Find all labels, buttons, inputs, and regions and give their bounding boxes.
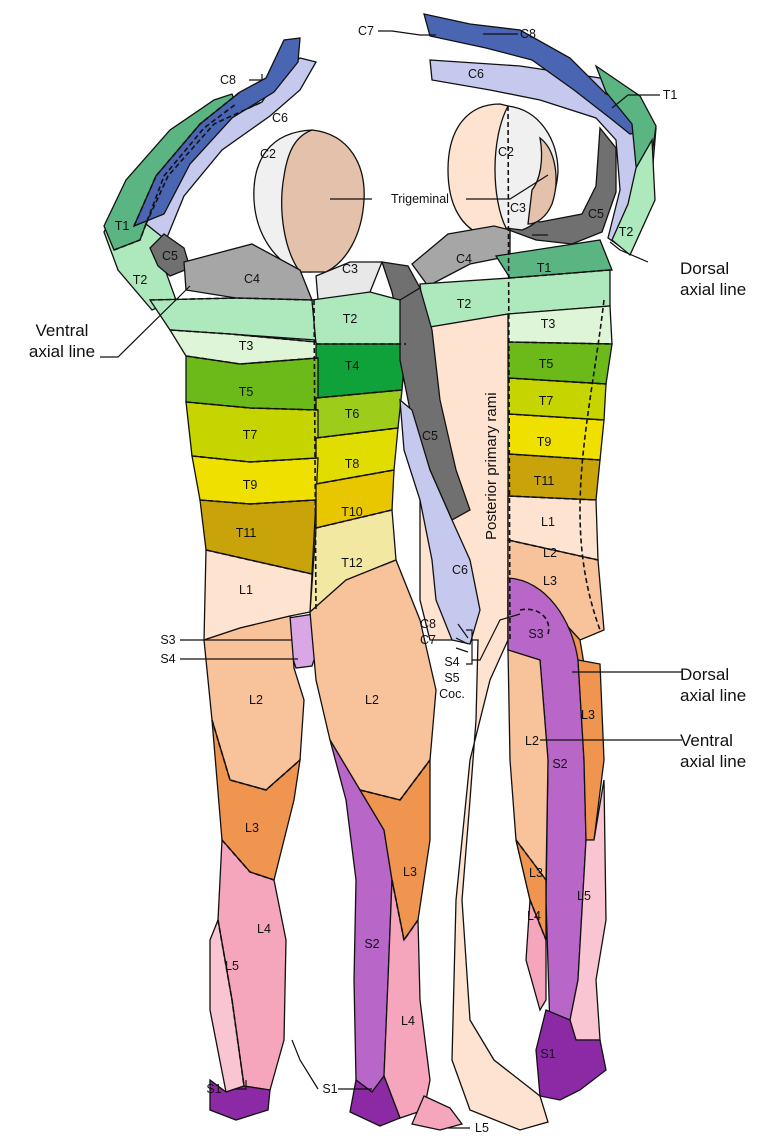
callout-ventral-axial-left-title: Ventral [36, 321, 89, 340]
label-back-labels-c4: C4 [456, 252, 472, 266]
label-back-labels-t11: T11 [534, 474, 555, 488]
callout-dorsal-axial-upper-title: Dorsal [680, 259, 729, 278]
label-back-labels-c6-hand: C6 [452, 563, 468, 577]
callout-dorsal-axial-upper-subtitle: axial line [680, 280, 746, 299]
label-front-labels-l2-right: L2 [365, 693, 379, 707]
label-front-labels-t10: T10 [341, 505, 363, 519]
label-back-labels-l4: L4 [527, 909, 541, 923]
label-back-labels-c7: C7 [420, 633, 436, 647]
back-t7 [508, 378, 606, 420]
label-front-labels-s4: S4 [160, 652, 175, 666]
label-front-labels-t3: T3 [239, 339, 254, 353]
callout-ventral-axial-lower-subtitle: axial line [680, 752, 746, 771]
label-front-labels-s1-left: S1 [206, 1082, 221, 1096]
label-front-labels-t8: T8 [345, 457, 360, 471]
label-front-labels-s2: S2 [364, 937, 379, 951]
label-back-labels-t9: T9 [537, 435, 552, 449]
label-back-labels-s2: S2 [552, 757, 567, 771]
label-back-labels-t1: T1 [537, 261, 552, 275]
label-back-labels-t7: T7 [539, 394, 554, 408]
callout-ventral-axial-lower-title: Ventral [680, 731, 733, 750]
label-back-labels-l3-low: L3 [529, 866, 543, 880]
front-t2-chest [312, 292, 406, 344]
label-back-labels-c8-hand: C8 [420, 617, 436, 631]
label-back-labels-l3: L3 [543, 574, 557, 588]
label-back-labels-l1: L1 [541, 515, 555, 529]
label-back-labels-t1-top: T1 [663, 88, 678, 102]
label-front-labels-l4-left: L4 [257, 922, 271, 936]
callout-dorsal-axial-lower-subtitle: axial line [680, 686, 746, 705]
label-back-labels-c5-top: C5 [588, 207, 604, 221]
label-front-labels-l1: L1 [239, 583, 253, 597]
label-front-labels-l5-foot: L5 [475, 1121, 489, 1135]
label-front-labels-t7: T7 [243, 428, 258, 442]
label-front-labels-t2: T2 [343, 312, 358, 326]
callout-ventral-axial-left-subtitle: axial line [29, 342, 95, 361]
label-front-labels-l5-left: L5 [225, 959, 239, 973]
label-back-labels-s5: S5 [444, 671, 459, 685]
label-front-labels-t12: T12 [341, 556, 363, 570]
label-back-labels-c5-arm: C5 [422, 429, 438, 443]
label-back-labels-s1: S1 [540, 1047, 555, 1061]
front-t4 [316, 344, 406, 398]
label-back-labels-s4: S4 [444, 655, 459, 669]
label-front-labels-t5: T5 [239, 385, 254, 399]
label-back-labels-c3: C3 [510, 201, 526, 215]
label-front-labels-trigeminal: Trigeminal [391, 192, 449, 206]
label-back-labels-t2-left: T2 [457, 297, 472, 311]
label-front-labels-t4: T4 [345, 359, 360, 373]
label-front-labels-t2-arm: T2 [133, 273, 148, 287]
label-front-labels-c5: C5 [162, 249, 178, 263]
label-back-labels-l2: L2 [543, 546, 557, 560]
label-front-labels-c3: C3 [342, 262, 358, 276]
label-front-labels-s3: S3 [160, 633, 175, 647]
front-head-trigeminal [282, 130, 364, 272]
label-back-labels-t2-arm: T2 [619, 225, 634, 239]
label-front-labels-l4-right: L4 [401, 1014, 415, 1028]
label-back-labels-l2-leg: L2 [525, 734, 539, 748]
label-back-labels-coc: Coc. [439, 687, 465, 701]
label-front-labels-l2-left: L2 [249, 693, 263, 707]
label-front-labels-c7: C7 [358, 24, 374, 38]
label-front-labels-t11: T11 [236, 526, 257, 540]
label-back-labels-s3: S3 [528, 627, 543, 641]
label-back-labels-c2: C2 [498, 145, 514, 159]
back-t5 [508, 342, 612, 384]
label-front-labels-s1-right: S1 [322, 1082, 337, 1096]
label-front-labels-t9: T9 [243, 478, 258, 492]
label-front-labels-c4: C4 [244, 272, 260, 286]
callout-dorsal-axial-lower-title: Dorsal [680, 665, 729, 684]
label-back-labels-t3: T3 [541, 317, 556, 331]
label-back-labels-t5: T5 [539, 357, 554, 371]
label-front-labels-c6: C6 [272, 111, 288, 125]
label-front-labels-l3-left: L3 [245, 821, 259, 835]
front-l2-right [310, 560, 436, 800]
label-back-labels-l5: L5 [577, 889, 591, 903]
label-front-labels-l3-right: L3 [403, 865, 417, 879]
label-front-labels-t6: T6 [345, 407, 360, 421]
front-t5 [186, 356, 318, 410]
label-back-labels-c6-top: C6 [468, 67, 484, 81]
label-posterior-primary-rami: Posterior primary rami [483, 392, 500, 540]
label-front-labels-t1: T1 [115, 219, 130, 233]
label-front-labels-c8: C8 [220, 73, 236, 87]
back-t9 [508, 414, 604, 460]
label-back-labels-c8-top: C8 [520, 27, 536, 41]
label-back-labels-l3-right: L3 [581, 708, 595, 722]
label-front-labels-c2: C2 [260, 147, 276, 161]
